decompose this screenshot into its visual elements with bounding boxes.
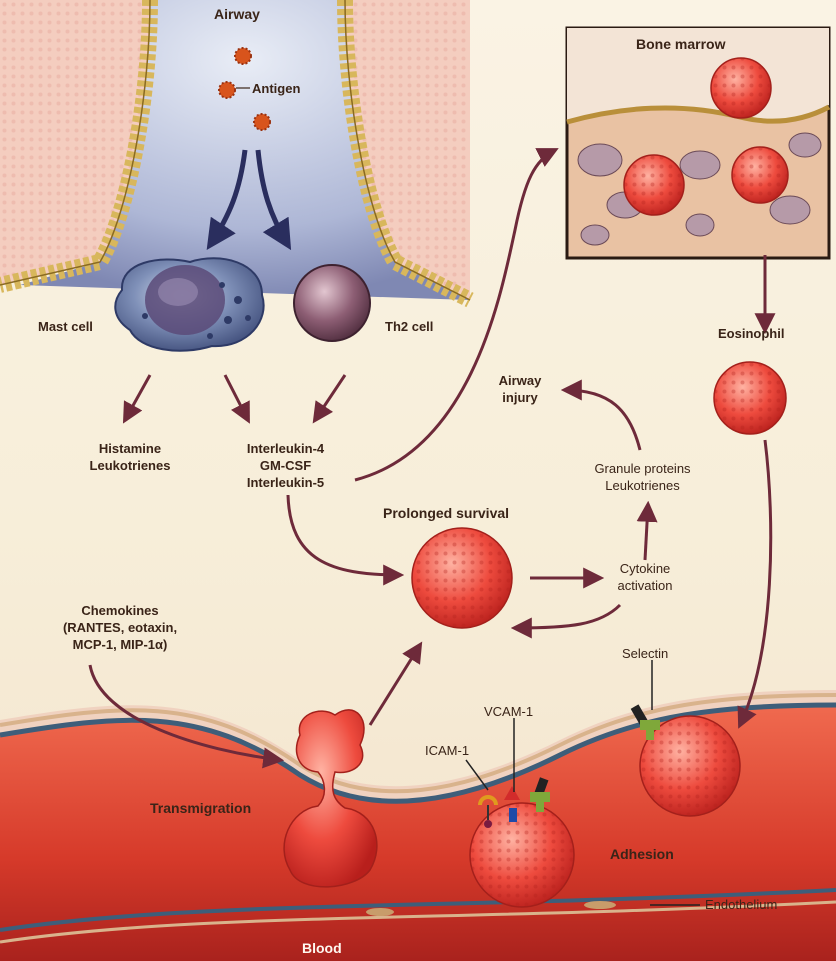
text-activation: activation: [600, 577, 690, 594]
label-transmigration: Transmigration: [150, 800, 251, 817]
text-leukotrienes: Leukotrienes: [75, 457, 185, 474]
label-icam: ICAM-1: [425, 742, 469, 759]
surviving-eosinophil: [412, 528, 512, 628]
text-chemokines-list-2: MCP-1, MIP-1α): [30, 636, 210, 653]
text-interleukin-4: Interleukin-4: [228, 440, 343, 457]
text-interleukin-5: Interleukin-5: [228, 474, 343, 491]
eosinophil-cell: [714, 362, 786, 434]
label-mast-products: Histamine Leukotrienes: [75, 440, 185, 474]
label-mast-cell: Mast cell: [38, 318, 93, 335]
label-antigen: Antigen: [252, 80, 300, 97]
rolling-eosinophil: [640, 716, 740, 816]
airway-tissue: [0, 0, 470, 300]
text-granule-leukotrienes: Leukotrienes: [575, 477, 710, 494]
mast-cell: [115, 258, 263, 350]
th2-cell: [294, 265, 370, 341]
label-endothelium: Endothelium: [705, 896, 777, 913]
label-cytokine-activation: Cytokine activation: [600, 560, 690, 594]
label-vcam: VCAM-1: [484, 703, 533, 720]
text-chemokines-list-1: (RANTES, eotaxin,: [30, 619, 210, 636]
label-th2-cell: Th2 cell: [385, 318, 433, 335]
bone-marrow-panel: [567, 28, 829, 258]
label-chemokines: Chemokines (RANTES, eotaxin, MCP-1, MIP-…: [30, 602, 210, 653]
label-blood: Blood: [302, 940, 342, 957]
adhering-eosinophil: [470, 803, 574, 907]
label-airway-injury: Airway injury: [490, 372, 550, 406]
text-gm-csf: GM-CSF: [228, 457, 343, 474]
label-bone-marrow: Bone marrow: [636, 36, 725, 53]
label-prolonged-survival: Prolonged survival: [383, 505, 509, 522]
text-airway-injury-1: Airway: [490, 372, 550, 389]
text-airway-injury-2: injury: [490, 389, 550, 406]
label-cytokines: Interleukin-4 GM-CSF Interleukin-5: [228, 440, 343, 491]
label-selectin: Selectin: [622, 645, 668, 662]
label-eosinophil: Eosinophil: [718, 325, 784, 342]
text-histamine: Histamine: [75, 440, 185, 457]
label-granule-products: Granule proteins Leukotrienes: [575, 460, 710, 494]
label-airway: Airway: [214, 6, 260, 23]
text-cytokine: Cytokine: [600, 560, 690, 577]
text-granule-proteins: Granule proteins: [575, 460, 710, 477]
text-chemokines: Chemokines: [30, 602, 210, 619]
label-adhesion: Adhesion: [610, 846, 674, 863]
